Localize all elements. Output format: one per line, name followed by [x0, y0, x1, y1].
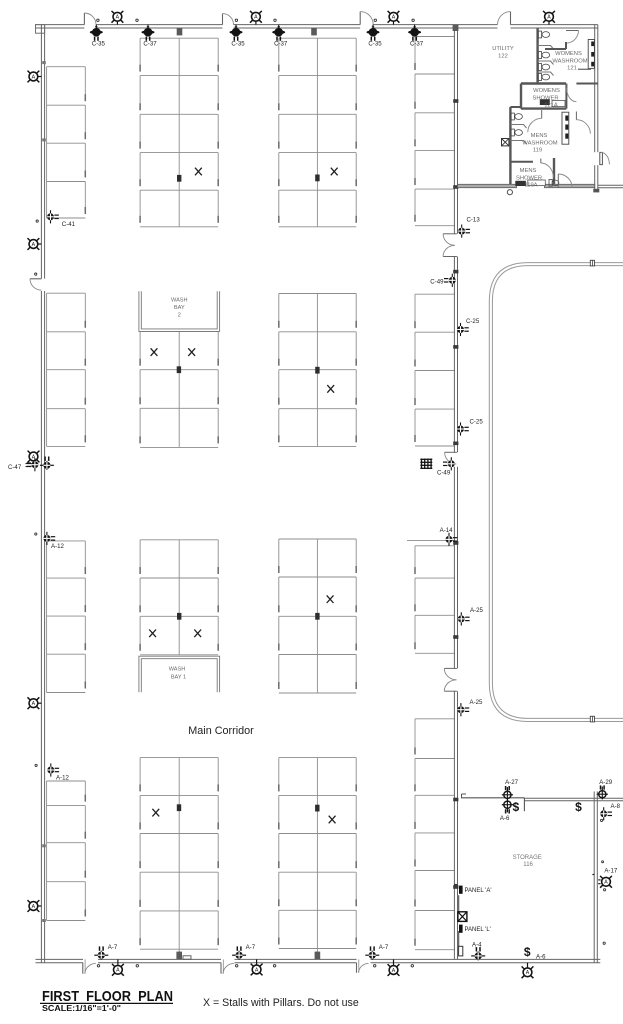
svg-text:A-14: A-14 [440, 527, 453, 534]
svg-text:PANEL 'L': PANEL 'L' [465, 927, 491, 933]
svg-text:A-7: A-7 [379, 944, 389, 951]
svg-text:WASH: WASH [171, 298, 188, 304]
svg-text:A-4: A-4 [472, 942, 482, 949]
svg-text:X = Stalls with Pillars. Do no: X = Stalls with Pillars. Do not use [203, 997, 359, 1009]
svg-text:WASHROOM: WASHROOM [552, 58, 587, 64]
svg-text:A-25: A-25 [470, 699, 483, 706]
svg-text:BAY 1: BAY 1 [171, 674, 186, 680]
svg-text:MENS: MENS [531, 133, 548, 139]
svg-text:122: 122 [498, 53, 508, 59]
svg-text:$: $ [512, 800, 519, 814]
svg-text:C-37: C-37 [143, 41, 157, 48]
svg-text:A-25: A-25 [470, 607, 483, 614]
svg-text:116: 116 [523, 862, 533, 868]
svg-text:C-35: C-35 [231, 41, 245, 48]
svg-text:SCALE:1/16"=1'-0": SCALE:1/16"=1'-0" [42, 1004, 121, 1013]
svg-text:A-17: A-17 [604, 868, 617, 875]
svg-text:A-27: A-27 [505, 779, 518, 786]
svg-text:A-12: A-12 [56, 775, 69, 782]
svg-text:A-6: A-6 [536, 954, 546, 961]
svg-text:WOMENS: WOMENS [555, 51, 582, 57]
svg-text:BAY: BAY [174, 305, 185, 311]
svg-text:C-41: C-41 [62, 221, 76, 228]
svg-text:A-7: A-7 [246, 944, 256, 951]
svg-text:FIRST FLOOR PLAN: FIRST FLOOR PLAN [42, 988, 173, 1005]
svg-text:UTILITY: UTILITY [492, 46, 514, 52]
svg-text:119: 119 [533, 148, 542, 154]
svg-text:$: $ [575, 800, 582, 814]
svg-text:C-25: C-25 [470, 419, 484, 426]
svg-text:119A: 119A [524, 183, 537, 189]
svg-text:C-49: C-49 [430, 278, 444, 285]
svg-text:A-12: A-12 [51, 543, 64, 550]
svg-text:C-35: C-35 [92, 41, 106, 48]
svg-text:C-49: C-49 [437, 469, 451, 476]
svg-text:SHOWER: SHOWER [532, 95, 558, 101]
svg-text:A-29: A-29 [599, 779, 612, 786]
svg-text:A-6: A-6 [500, 815, 510, 822]
svg-text:C-37: C-37 [274, 41, 288, 48]
svg-text:WASH: WASH [169, 667, 186, 673]
svg-text:$: $ [524, 945, 531, 959]
svg-text:SHOWER: SHOWER [516, 175, 542, 181]
svg-text:A-8: A-8 [611, 803, 621, 810]
svg-text:WASHROOM: WASHROOM [522, 140, 557, 146]
svg-text:C-25: C-25 [466, 318, 480, 325]
svg-text:121A: 121A [544, 103, 558, 109]
svg-text:C-13: C-13 [467, 217, 481, 224]
svg-text:STORAGE: STORAGE [513, 855, 542, 861]
svg-text:121: 121 [567, 66, 577, 72]
svg-text:WOMENS: WOMENS [533, 88, 560, 94]
svg-text:Main Corridor: Main Corridor [188, 725, 254, 737]
svg-text:PANEL 'A': PANEL 'A' [465, 888, 492, 894]
svg-text:A-7: A-7 [108, 944, 118, 951]
svg-text:MENS: MENS [520, 168, 537, 174]
svg-text:C-47: C-47 [8, 464, 22, 471]
svg-text:2: 2 [178, 312, 181, 318]
svg-text:C-37: C-37 [410, 41, 424, 48]
svg-text:C-35: C-35 [368, 41, 382, 48]
